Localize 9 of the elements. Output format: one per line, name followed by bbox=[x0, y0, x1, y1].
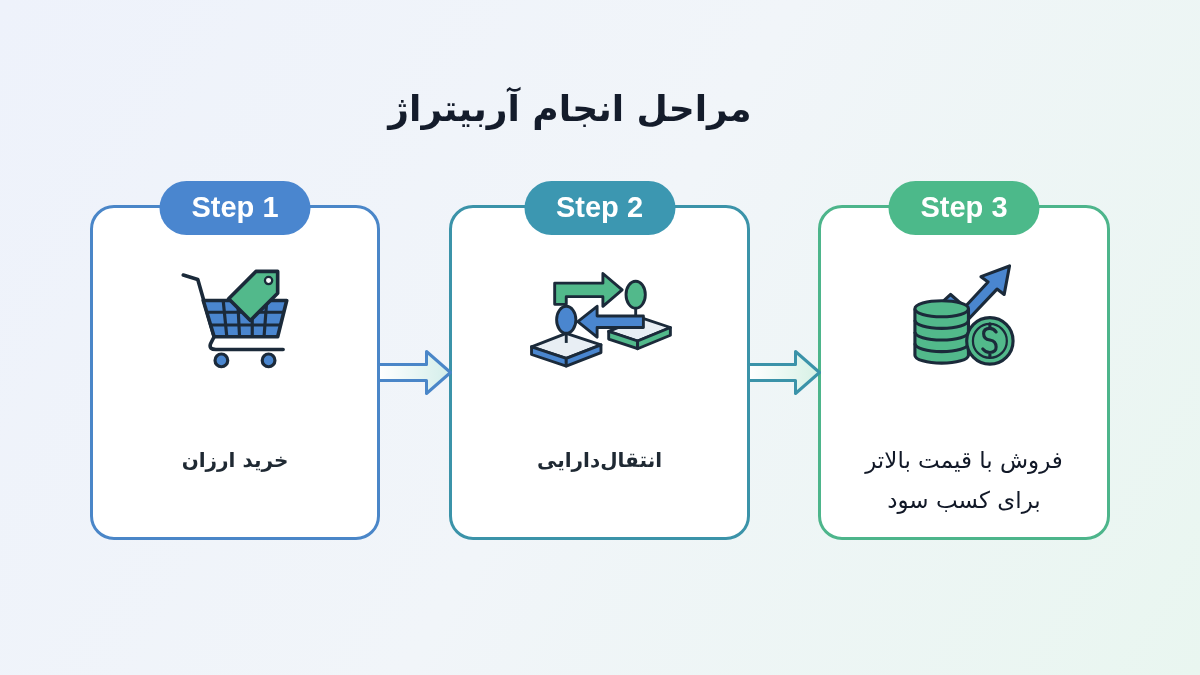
step-badge: Step 2 bbox=[524, 181, 675, 235]
arrow bbox=[377, 350, 452, 395]
arrow bbox=[747, 350, 821, 395]
step-badge: Step 3 bbox=[888, 181, 1040, 235]
step-badge: Step 1 bbox=[159, 181, 311, 235]
step-label: فروش با قیمت بالاتر برای کسب سود bbox=[863, 446, 1064, 516]
step-label: انتقال‌دارایی bbox=[536, 447, 663, 474]
diagram-title: مراحل انجام آربیتراژ bbox=[385, 86, 753, 132]
step-label: خرید ارزان bbox=[180, 447, 290, 474]
